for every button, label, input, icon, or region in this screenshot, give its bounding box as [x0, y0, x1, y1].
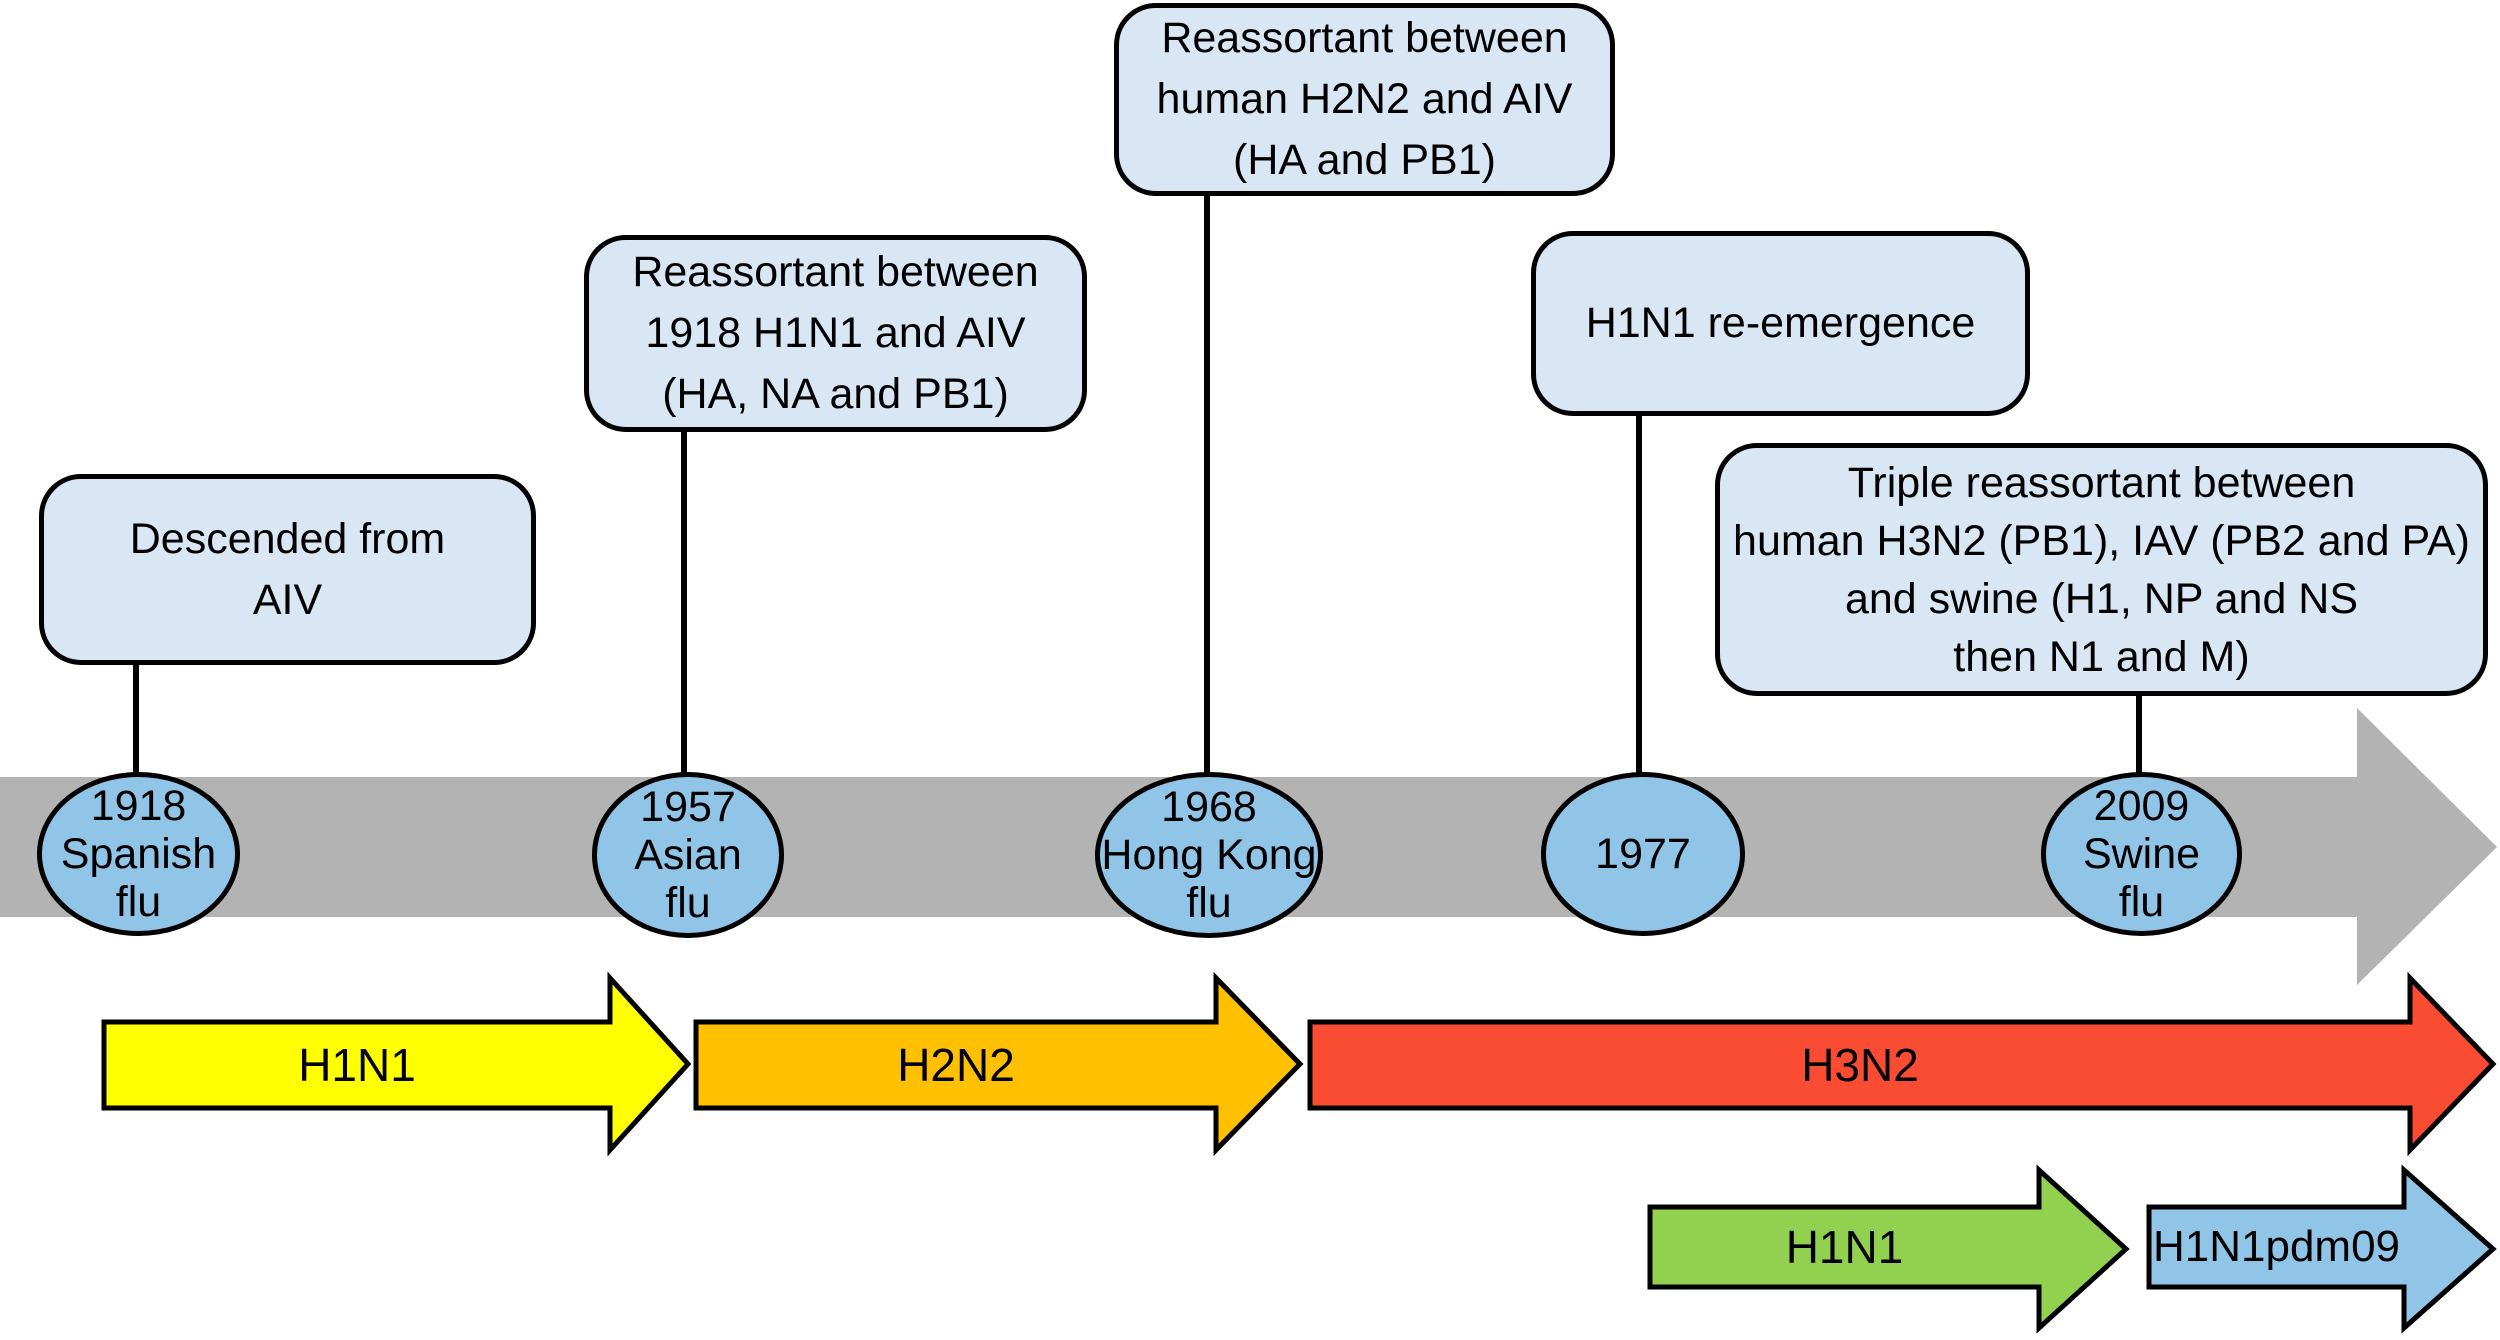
callout-reassortant-1957: Reassortant between 1918 H1N1 and AIV (H…: [584, 235, 1087, 432]
strain-arrow-h3n2: [1307, 971, 2497, 1157]
event-node-1977: 1977: [1541, 772, 1745, 936]
callout-text: Reassortant between human H2N2 and AIV (…: [1156, 14, 1573, 184]
callout-text: Triple reassortant between human H3N2 (P…: [1733, 458, 2470, 681]
strain-text: H1N1pdm09: [2152, 1222, 2401, 1271]
strain-text: H2N2: [897, 1039, 1015, 1091]
strain-text: H3N2: [1801, 1039, 1919, 1091]
callout-text: H1N1 re-emergence: [1585, 299, 1976, 347]
event-label: 1918 Spanish flu: [60, 782, 217, 926]
callout-text: Reassortant between 1918 H1N1 and AIV (H…: [632, 248, 1039, 418]
strain-arrow-h1n1-reemerged: [1647, 1164, 2130, 1334]
strain-label-h1n1pdm09: H1N1pdm09: [2149, 1207, 2404, 1287]
callout-reassortant-1968: Reassortant between human H2N2 and AIV (…: [1114, 3, 1615, 196]
callout-triple-reassortant-2009: Triple reassortant between human H3N2 (P…: [1715, 443, 2488, 696]
strain-text: H1N1: [298, 1039, 416, 1091]
event-label: 1957 Asian flu: [634, 783, 742, 927]
strain-label-h3n2: H3N2: [1310, 1022, 2410, 1108]
callout-descended-from-aiv: Descended from AIV: [39, 474, 536, 665]
strain-text: H1N1: [1785, 1221, 1904, 1273]
strain-arrow-h1n1-1918: [101, 971, 692, 1157]
strain-label-h2n2: H2N2: [696, 1022, 1216, 1108]
event-node-1957-asian-flu: 1957 Asian flu: [592, 772, 784, 938]
event-node-1918-spanish-flu: 1918 Spanish flu: [37, 772, 240, 936]
event-node-2009-swine-flu: 2009 Swine flu: [2041, 772, 2242, 936]
strain-arrow-h1n1pdm09: [2146, 1164, 2497, 1334]
event-label: 1977: [1595, 830, 1691, 878]
strain-label-h1n1-1918: H1N1: [104, 1022, 610, 1108]
strain-arrow-h2n2: [693, 971, 1304, 1157]
strain-label-h1n1-reemerged: H1N1: [1650, 1207, 2039, 1287]
event-label: 2009 Swine flu: [2082, 782, 2201, 926]
callout-text: Descended from AIV: [129, 514, 446, 624]
event-node-1968-hong-kong-flu: 1968 Hong Kong flu: [1095, 772, 1323, 938]
callout-h1n1-reemergence: H1N1 re-emergence: [1531, 231, 2030, 416]
event-label: 1968 Hong Kong flu: [1101, 783, 1317, 927]
